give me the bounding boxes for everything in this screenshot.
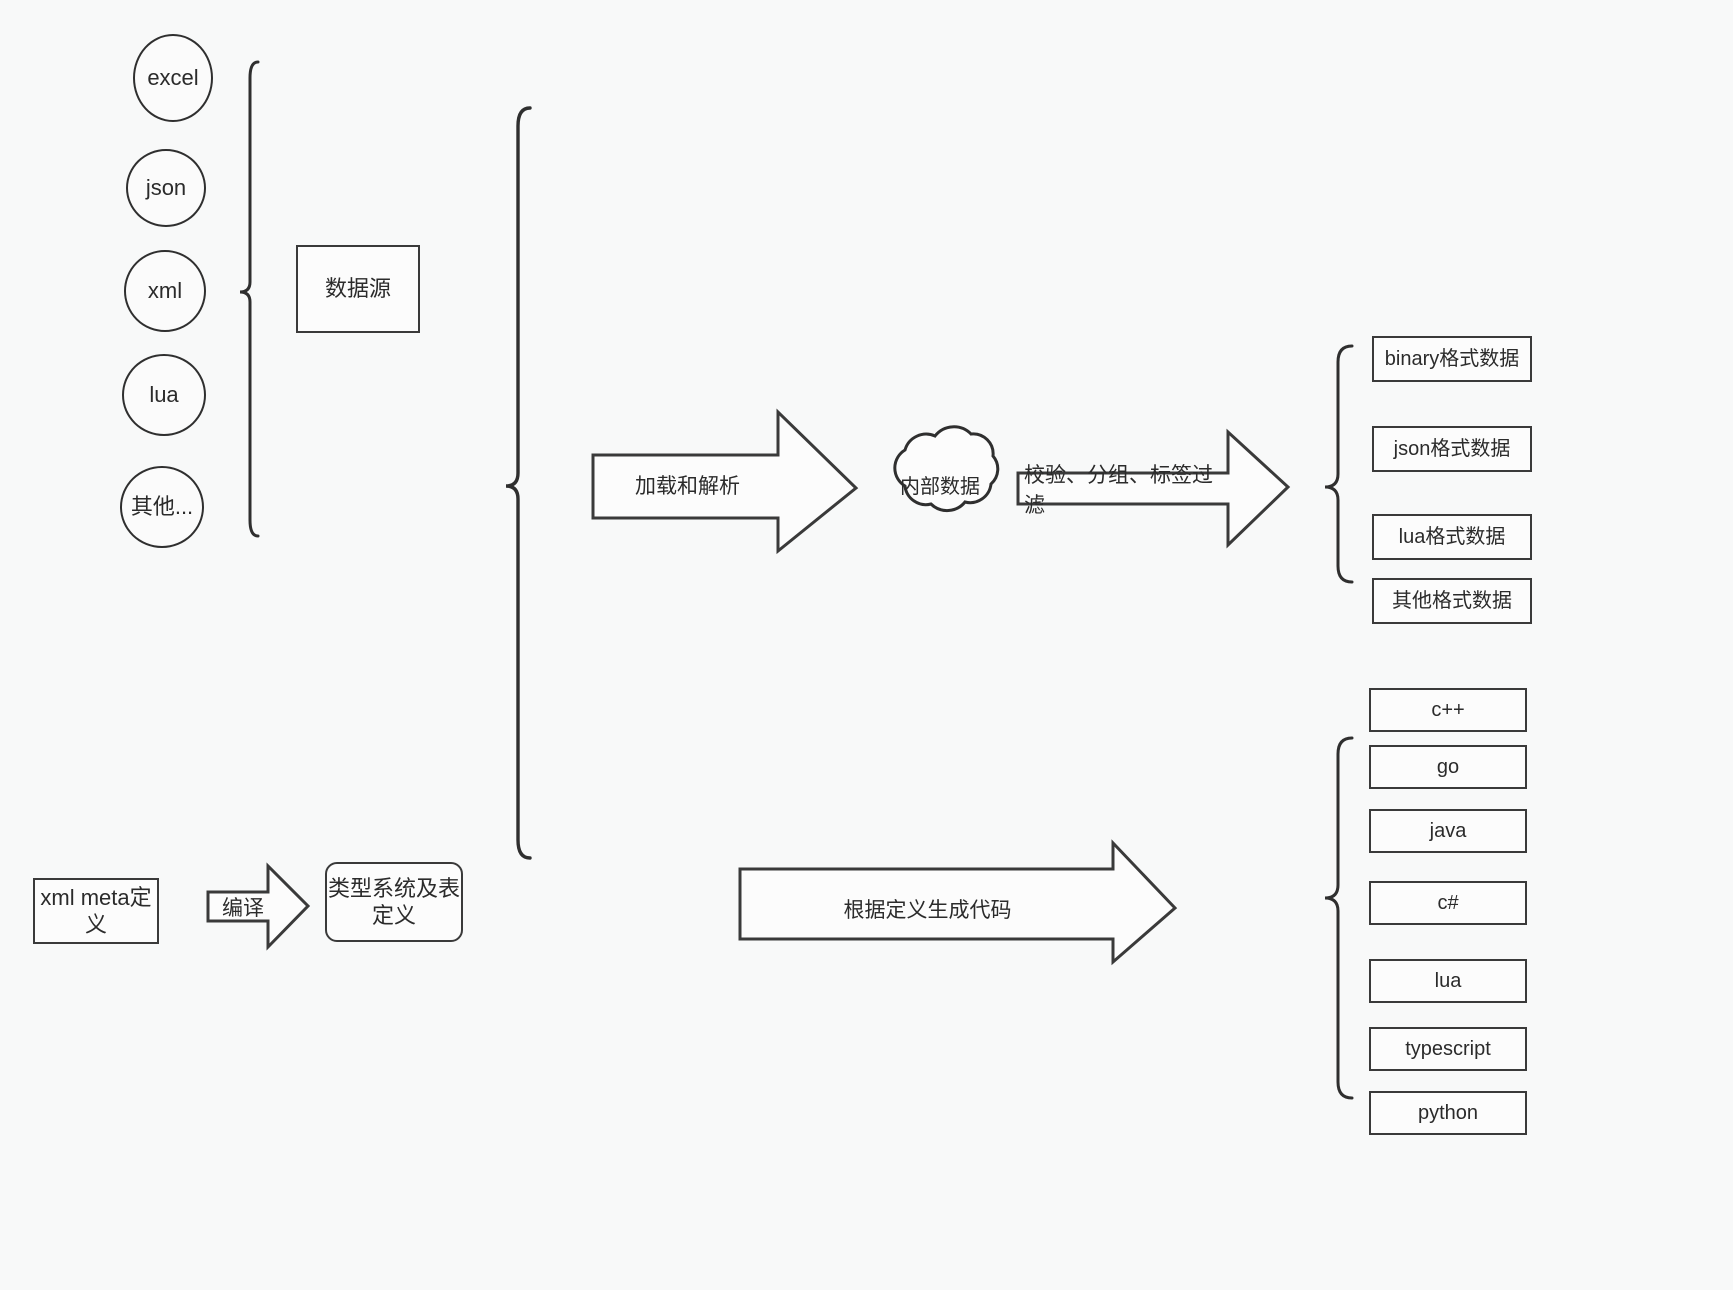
datasource-group-label: 数据源 (324, 276, 391, 302)
output-formats-brace (1324, 344, 1354, 584)
source-circle-excel[interactable]: excel (133, 34, 213, 122)
internal-data-label: 内部数据 (888, 468, 992, 500)
languages-brace (1324, 736, 1354, 1100)
language-box-csharp[interactable]: c# (1369, 881, 1527, 925)
language-label: java (1429, 819, 1467, 842)
compile-arrow-label: 编译 (214, 892, 272, 922)
language-box-lua[interactable]: lua (1369, 959, 1527, 1003)
compile-arrow (206, 862, 311, 951)
internal-data-text: 内部数据 (900, 475, 980, 498)
language-label: python (1417, 1101, 1479, 1124)
source-label: xml (147, 278, 183, 304)
codegen-arrow-label: 根据定义生成代码 (750, 892, 1105, 926)
output-format-label: 其他格式数据 (1392, 589, 1512, 612)
source-label: json (145, 175, 187, 201)
output-format-binary[interactable]: binary格式数据 (1372, 336, 1532, 382)
source-circle-lua[interactable]: lua (122, 354, 206, 436)
filter-text: 校验、分组、标签过滤 (1024, 464, 1213, 517)
compile-text: 编译 (222, 897, 264, 920)
source-label: 其他... (130, 494, 194, 520)
source-circle-other[interactable]: 其他... (120, 466, 204, 548)
load-parse-text: 加载和解析 (635, 475, 740, 498)
source-circle-json[interactable]: json (126, 149, 206, 227)
xml-meta-definition-box[interactable]: xml meta定义 (33, 878, 159, 944)
internal-data-cloud (893, 425, 1000, 513)
xml-meta-label: xml meta定义 (40, 884, 152, 938)
language-box-python[interactable]: python (1369, 1091, 1527, 1135)
sources-brace (239, 60, 260, 538)
output-format-label: json格式数据 (1393, 437, 1511, 460)
datasource-group-box[interactable]: 数据源 (296, 245, 420, 333)
typesystem-label: 类型系统及表定义 (327, 875, 460, 929)
language-box-cpp[interactable]: c++ (1369, 688, 1527, 732)
language-label: lua (1434, 969, 1462, 992)
source-circle-xml[interactable]: xml (124, 250, 206, 332)
language-box-go[interactable]: go (1369, 745, 1527, 789)
source-label: lua (149, 382, 179, 408)
codegen-arrow (738, 839, 1178, 966)
output-format-other[interactable]: 其他格式数据 (1372, 578, 1532, 624)
language-label: c++ (1431, 698, 1465, 721)
language-label: typescript (1405, 1037, 1491, 1060)
filter-arrow-label: 校验、分组、标签过滤 (1024, 464, 1224, 517)
output-format-label: lua格式数据 (1398, 525, 1506, 548)
typesystem-box[interactable]: 类型系统及表定义 (325, 862, 463, 942)
load-parse-arrow-label: 加载和解析 (600, 468, 775, 502)
output-format-json[interactable]: json格式数据 (1372, 426, 1532, 472)
language-box-typescript[interactable]: typescript (1369, 1027, 1527, 1071)
language-label: c# (1437, 891, 1459, 914)
validate-group-filter-arrow (1016, 428, 1291, 549)
source-label: excel (147, 65, 199, 91)
language-label: go (1436, 755, 1460, 778)
output-format-lua[interactable]: lua格式数据 (1372, 514, 1532, 560)
codegen-text: 根据定义生成代码 (843, 899, 1012, 922)
pipeline-input-brace (505, 106, 532, 860)
load-parse-arrow (591, 408, 859, 555)
output-format-label: binary格式数据 (1384, 347, 1520, 370)
language-box-java[interactable]: java (1369, 809, 1527, 853)
